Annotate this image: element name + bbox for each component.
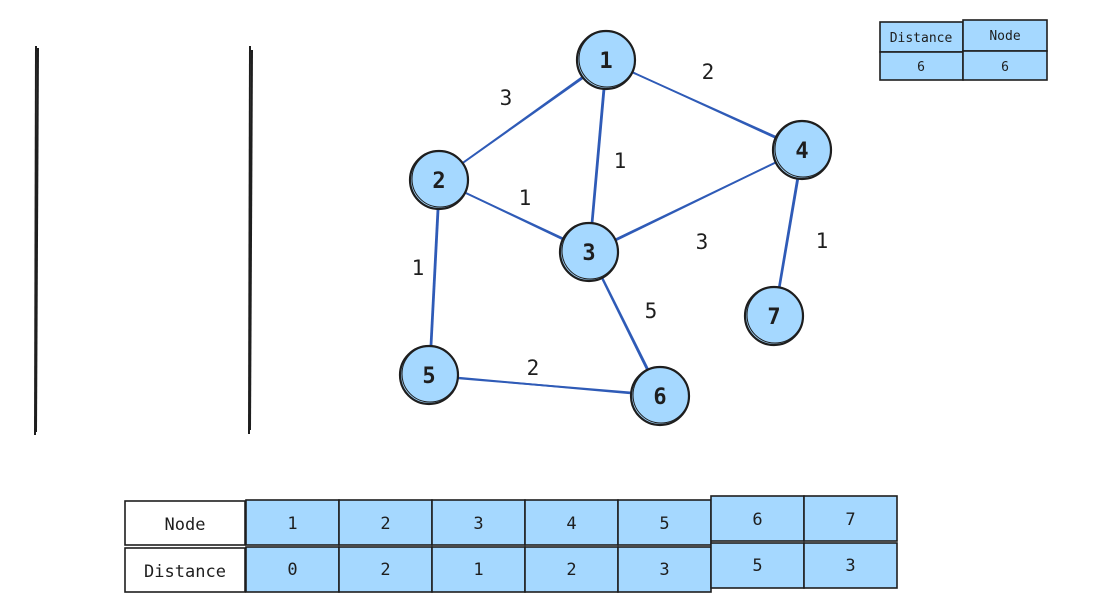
node-5-sketch-ring xyxy=(401,345,459,403)
result-node-value-2: 2 xyxy=(380,514,390,534)
edge-2-5 xyxy=(428,179,440,376)
result-distance-cell-3 xyxy=(431,546,526,593)
result-distance-value-5: 3 xyxy=(659,560,669,580)
result-node-cell-7 xyxy=(803,495,898,542)
result-node-cell-3 xyxy=(431,499,526,546)
edge-1-4-sketch xyxy=(606,60,804,150)
node-2: 2 xyxy=(408,149,470,211)
node-6: 6 xyxy=(629,365,691,427)
node-7-sketch-ring xyxy=(746,286,804,344)
result-distance-cell-2 xyxy=(338,546,433,593)
result-row-label-distance: Distance xyxy=(144,562,226,582)
nodes-layer: 1 2 3 4 5 6 7 xyxy=(398,29,833,427)
result-node-value-6: 6 xyxy=(752,510,762,530)
node-7: 7 xyxy=(743,285,805,347)
result-row-label-node-cell xyxy=(124,500,246,546)
result-node-cell-4 xyxy=(524,499,619,546)
result-table: Node Distance 1 0 2 2 3 1 4 2 5 3 6 5 7 3 xyxy=(124,495,898,593)
result-node-value-4: 4 xyxy=(566,514,576,534)
edge-weight-1-3: 1 xyxy=(614,149,627,173)
edge-weight-1-4: 2 xyxy=(702,60,715,84)
result-node-value-1: 1 xyxy=(287,514,297,534)
node-7-label: 7 xyxy=(767,305,780,330)
node-3-label: 3 xyxy=(582,241,595,266)
node-4-sketch-ring xyxy=(774,120,832,178)
result-distance-cell-5 xyxy=(617,546,712,593)
divider-right xyxy=(248,45,253,435)
edge-weight-3-4: 3 xyxy=(696,230,709,254)
result-distance-value-3: 1 xyxy=(473,560,483,580)
node-2-sketch-ring xyxy=(411,150,469,208)
current-table-distance-cell xyxy=(879,51,964,81)
result-node-cell-1 xyxy=(245,499,340,546)
node-1-sketch-ring xyxy=(578,30,636,88)
edge-weight-2-3: 1 xyxy=(519,186,532,210)
result-node-value-5: 5 xyxy=(659,514,669,534)
result-node-cell-5 xyxy=(617,499,712,546)
current-table-node-cell xyxy=(962,50,1048,81)
node-3-sketch-ring xyxy=(561,222,619,280)
result-node-cell-2 xyxy=(338,499,433,546)
edge-weight-2-5: 1 xyxy=(412,256,425,280)
result-cells: 1 0 2 2 3 1 4 2 5 3 6 5 7 3 xyxy=(245,495,898,593)
result-row-label-distance-cell xyxy=(124,547,246,593)
edge-5-6-sketch xyxy=(429,375,662,396)
current-node-table: Distance Node 6 6 xyxy=(879,19,1048,81)
edge-weight-5-6: 2 xyxy=(527,356,540,380)
current-table-node-value: 6 xyxy=(1001,60,1009,75)
edge-2-5-sketch xyxy=(429,180,441,375)
result-distance-cell-7 xyxy=(803,542,898,589)
edge-3-4-sketch xyxy=(589,148,804,254)
node-4-label: 4 xyxy=(795,139,808,164)
node-6-sketch-ring xyxy=(632,366,690,424)
result-row-label-node: Node xyxy=(165,515,206,535)
edge-weights-layer: 3 2 1 1 1 3 5 2 1 xyxy=(412,60,829,380)
result-distance-value-2: 2 xyxy=(380,560,390,580)
node-4: 4 xyxy=(771,119,833,181)
edge-1-3 xyxy=(588,59,607,253)
current-table-header-distance: Distance xyxy=(890,31,953,46)
result-node-cell-6 xyxy=(710,495,805,542)
result-distance-value-6: 5 xyxy=(752,556,762,576)
edge-1-3-sketch xyxy=(589,60,608,252)
edge-weight-3-6: 5 xyxy=(645,299,658,323)
current-table-header-node-cell xyxy=(962,19,1048,52)
edge-weight-4-7: 1 xyxy=(816,229,829,253)
result-node-value-3: 3 xyxy=(473,514,483,534)
result-distance-value-1: 0 xyxy=(287,560,297,580)
result-distance-value-7: 3 xyxy=(845,556,855,576)
node-6-label: 6 xyxy=(653,385,666,410)
node-5: 5 xyxy=(398,344,460,406)
node-5-label: 5 xyxy=(422,364,435,389)
divider-left xyxy=(34,45,39,436)
result-distance-cell-4 xyxy=(524,546,619,593)
node-3: 3 xyxy=(558,221,620,283)
result-distance-cell-1 xyxy=(245,546,340,593)
result-node-value-7: 7 xyxy=(845,510,855,530)
node-1-label: 1 xyxy=(599,49,612,74)
current-table-header-node: Node xyxy=(989,29,1020,44)
current-table-distance-value: 6 xyxy=(917,60,925,75)
edge-1-2-sketch xyxy=(439,60,608,180)
node-2-label: 2 xyxy=(432,169,445,194)
edges-layer xyxy=(428,59,804,397)
node-1: 1 xyxy=(575,29,637,91)
result-distance-value-4: 2 xyxy=(566,560,576,580)
edge-weight-1-2: 3 xyxy=(500,86,513,110)
